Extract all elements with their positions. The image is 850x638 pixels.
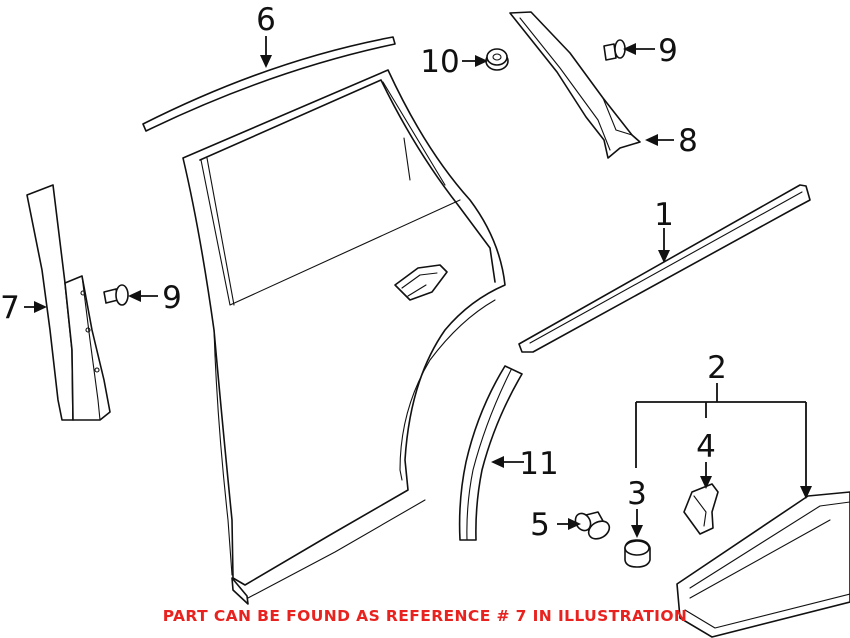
callout-1: 1 [654,197,674,233]
part-2-rocker-molding [676,491,850,638]
part-11-arch-molding [458,365,523,541]
callout-7: 7 [0,290,20,326]
rear-door-panel [182,69,506,605]
callout-8: 8 [678,123,698,159]
part-7-pillar-applique [26,184,111,421]
part-4-bracket [683,483,719,535]
reference-notice: PART CAN BE FOUND AS REFERENCE # 7 IN IL… [162,607,688,625]
callout-9-top: 9 [658,33,678,69]
leader-lines [24,36,812,538]
part-3-cap [624,539,651,568]
callout-6: 6 [256,2,276,38]
callout-2: 2 [707,350,727,386]
part-5-plug [574,511,611,540]
callout-5: 5 [530,507,550,543]
callout-4: 4 [696,429,716,465]
callout-9-left: 9 [162,280,182,316]
part-6-frame-molding [142,36,396,132]
part-1-belt-molding [518,184,811,353]
part-10-grommet [485,48,509,71]
part-8-pillar-garnish [509,11,641,159]
callout-labels: 1 2 3 4 5 6 7 8 9 9 10 11 [0,2,727,543]
callout-11: 11 [519,446,558,482]
callout-3: 3 [627,476,647,512]
part-9-clip-left [103,284,129,306]
callout-10: 10 [420,44,459,80]
part-9-clip-top [603,39,626,61]
